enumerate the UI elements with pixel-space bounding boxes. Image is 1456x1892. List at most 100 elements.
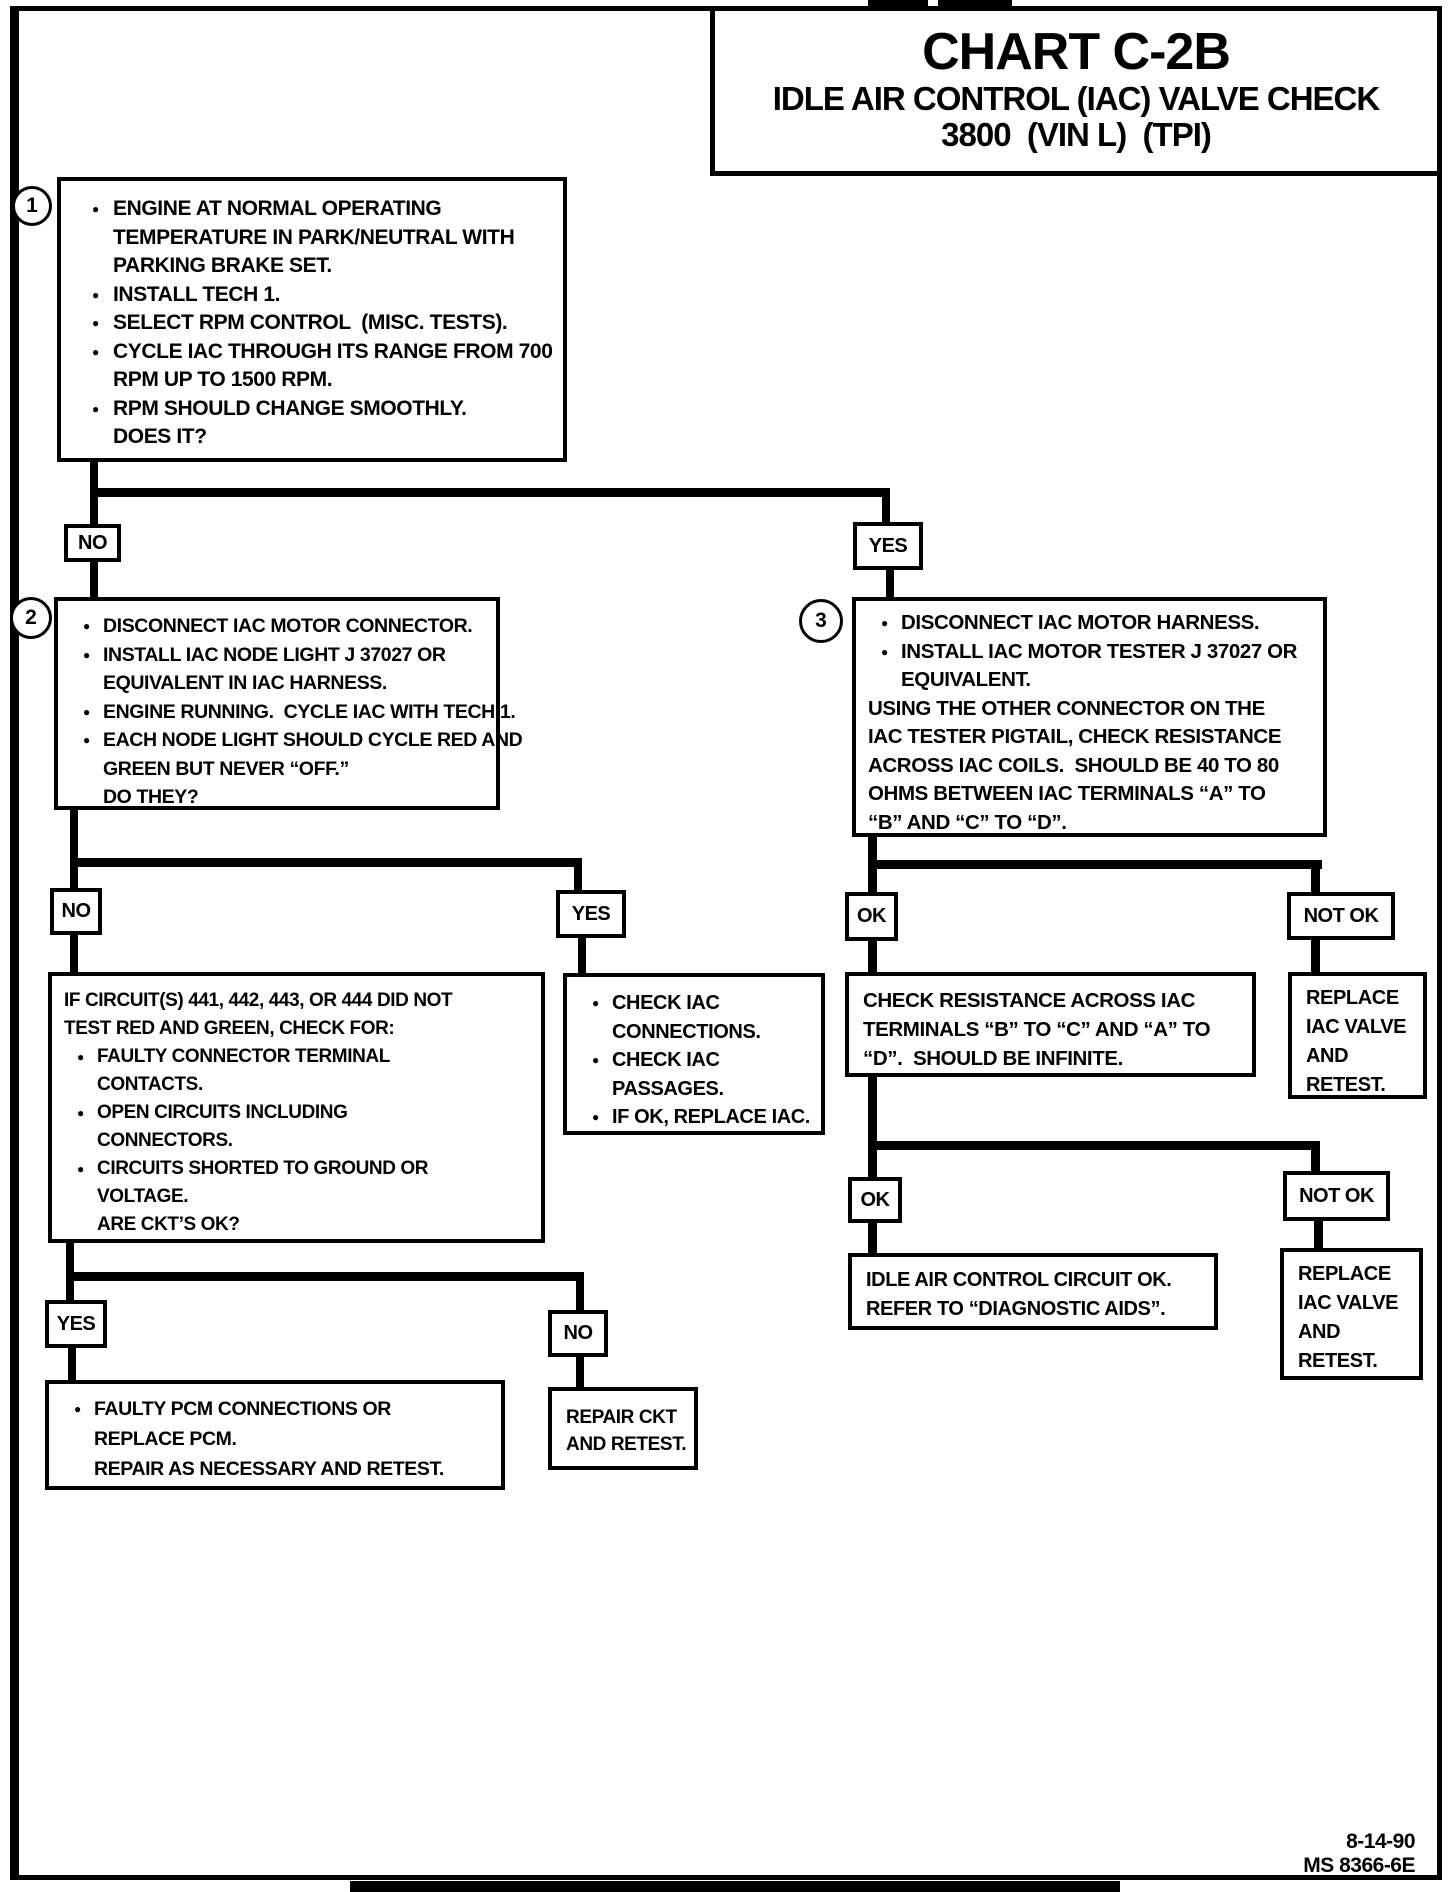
box-line: CONNECTIONS.: [579, 1018, 817, 1047]
box-line: TEMPERATURE IN PARK/NEUTRAL WITH: [77, 224, 555, 253]
box-line-text: INSTALL TECH 1.: [113, 282, 281, 306]
branch-label-ok-1: OK: [845, 892, 898, 941]
bullet-icon: ●: [592, 1110, 599, 1124]
connector-line: [90, 488, 890, 497]
box-line: “B” AND “C” TO “D”.: [868, 809, 1317, 838]
box-line: CHECK RESISTANCE ACROSS IAC: [863, 986, 1246, 1015]
box-line-text: FAULTY PCM CONNECTIONS OR: [94, 1398, 391, 1420]
box-line: ●CIRCUITS SHORTED TO GROUND OR: [64, 1155, 535, 1183]
box-line-text: SELECT RPM CONTROL (MISC. TESTS).: [113, 311, 508, 334]
box-line: GREEN BUT NEVER “OFF.”: [70, 755, 490, 784]
box-line-text: CONNECTORS.: [97, 1130, 233, 1151]
box-line: REPLACE: [1306, 984, 1419, 1013]
bullet-icon: ●: [92, 202, 99, 216]
branch-label-not-ok-1: NOT OK: [1287, 892, 1395, 940]
box-line-text: IAC VALVE: [1306, 1016, 1407, 1038]
bullet-spacer: [61, 1424, 94, 1454]
box-line-text: ENGINE AT NORMAL OPERATING: [113, 197, 442, 220]
bullet-icon: ●: [83, 647, 90, 662]
box-line: ● INSTALL IAC NODE LIGHT J 37027 OR: [70, 641, 490, 670]
box-line: DO THEY?: [70, 783, 490, 812]
box-line-text: TEST RED AND GREEN, CHECK FOR:: [64, 1018, 395, 1039]
connector-line: [90, 497, 98, 524]
box-line: TERMINALS “B” TO “C” AND “A” TO: [863, 1015, 1246, 1044]
box-line-text: CONTACTS.: [97, 1074, 203, 1095]
box-line-text: IAC VALVE: [1298, 1292, 1399, 1314]
step3-box: ●DISCONNECT IAC MOTOR HARNESS. ● INSTALL I…: [852, 597, 1327, 837]
branch-label-yes-2: YES: [556, 890, 626, 938]
bullet-icon: ●: [592, 996, 599, 1010]
box-line-text: REPAIR AS NECESSARY AND RETEST.: [94, 1458, 444, 1480]
box-line: REPLACE: [1298, 1260, 1415, 1289]
bullet-spacer: [64, 1071, 97, 1099]
box-line-text: DO THEY?: [103, 786, 199, 808]
box-line-text: “D”. SHOULD BE INFINITE.: [863, 1047, 1123, 1070]
box-line: ●ENGINE RUNNING. CYCLE IAC WITH TECH 1.: [70, 698, 516, 727]
box-line: EQUIVALENT IN IAC HARNESS.: [70, 669, 490, 698]
box-line-text: AND: [1306, 1045, 1349, 1067]
step-number-1: 1: [12, 186, 52, 226]
box-line: ●FAULTY CONNECTOR TERMINAL: [64, 1043, 535, 1071]
box-line: RETEST.: [1306, 1071, 1419, 1100]
connector-line: [868, 1223, 877, 1253]
branch-label-no-2: NO: [50, 888, 102, 935]
box-line: ●SELECT RPM CONTROL (MISC. TESTS).: [77, 309, 555, 338]
bullet-icon: ●: [92, 287, 99, 302]
box-line: RPM UP TO 1500 RPM.: [77, 366, 555, 395]
bullet-spacer: [579, 1018, 612, 1047]
connector-line: [68, 1348, 76, 1380]
box-line-text: RETEST.: [1298, 1350, 1378, 1372]
box-line: OHMS BETWEEN IAC TERMINALS “A” TO: [868, 780, 1317, 809]
box-line: ●CHECK IAC: [579, 1046, 817, 1075]
branch-label-no-1: NO: [64, 524, 121, 562]
box-line-text: “B” AND “C” TO “D”.: [868, 810, 1067, 834]
box-line-text: IF CIRCUIT(S) 441, 442, 443, OR 444 DID …: [64, 990, 453, 1011]
connector-line: [576, 1281, 584, 1310]
box-line: REPAIR AS NECESSARY AND RETEST.: [61, 1454, 497, 1484]
branch-label-ok-2: OK: [848, 1177, 902, 1223]
box-line-text: VOLTAGE.: [97, 1186, 189, 1207]
box-line-text: INSTALL IAC MOTOR TESTER J 37027 OR: [901, 639, 1298, 663]
box-line: EQUIVALENT.: [868, 666, 1317, 695]
box-line: IDLE AIR CONTROL CIRCUIT OK.: [866, 1266, 1208, 1295]
bullet-icon: ●: [881, 644, 888, 659]
box-line: ●DISCONNECT IAC MOTOR HARNESS.: [868, 609, 1317, 638]
box-line: ● ENGINE AT NORMAL OPERATING: [77, 195, 555, 224]
step1-box: ● ENGINE AT NORMAL OPERATING TEMPERATURE I…: [57, 177, 567, 462]
bullet-icon: ●: [77, 1162, 84, 1176]
box-line-text: ARE CKT’S OK?: [97, 1214, 240, 1235]
connector-line: [1311, 1150, 1320, 1171]
box-line: AND RETEST.: [566, 1431, 690, 1458]
box-line-text: TEMPERATURE IN PARK/NEUTRAL WITH: [113, 225, 515, 249]
connector-line: [574, 867, 582, 890]
box-line-text: INSTALL IAC NODE LIGHT J 37027 OR: [103, 643, 446, 666]
connector-line: [70, 867, 78, 888]
connector-line: [90, 462, 98, 492]
box-line-text: CONNECTIONS.: [612, 1020, 761, 1043]
box-line-text: IF OK, REPLACE IAC.: [612, 1106, 810, 1128]
idle-air-control-ok-box: IDLE AIR CONTROL CIRCUIT OK. REFER TO “DI…: [848, 1253, 1218, 1330]
connector-line: [868, 1077, 877, 1145]
box-line-text: DISCONNECT IAC MOTOR CONNECTOR.: [103, 615, 473, 637]
chart-title-box: CHART C-2B IDLE AIR CONTROL (IAC) VALVE …: [710, 6, 1442, 176]
box-line-text: REFER TO “DIAGNOSTIC AIDS”.: [866, 1298, 1166, 1320]
footer-date: 8-14-90: [1346, 1830, 1415, 1853]
step-number-2: 2: [10, 597, 52, 639]
bullet-icon: ●: [77, 1050, 84, 1064]
branch-label-yes-3: YES: [45, 1300, 107, 1348]
bullet-spacer: [61, 1454, 94, 1484]
box-line: USING THE OTHER CONNECTOR ON THE: [868, 695, 1317, 724]
connector-line: [66, 1243, 74, 1276]
replace-iac-valve-box-1: REPLACE IAC VALVE AND RETEST.: [1288, 972, 1427, 1099]
box-line-text: DOES IT?: [113, 425, 207, 448]
connector-line: [886, 570, 894, 597]
bullet-icon: ●: [592, 1053, 599, 1067]
connector-line: [1311, 869, 1320, 892]
box-line: ● INSTALL IAC MOTOR TESTER J 37027 OR: [868, 638, 1317, 667]
box-line: DOES IT?: [77, 423, 555, 452]
bullet-icon: ●: [83, 704, 90, 719]
bullet-icon: ●: [83, 733, 90, 747]
